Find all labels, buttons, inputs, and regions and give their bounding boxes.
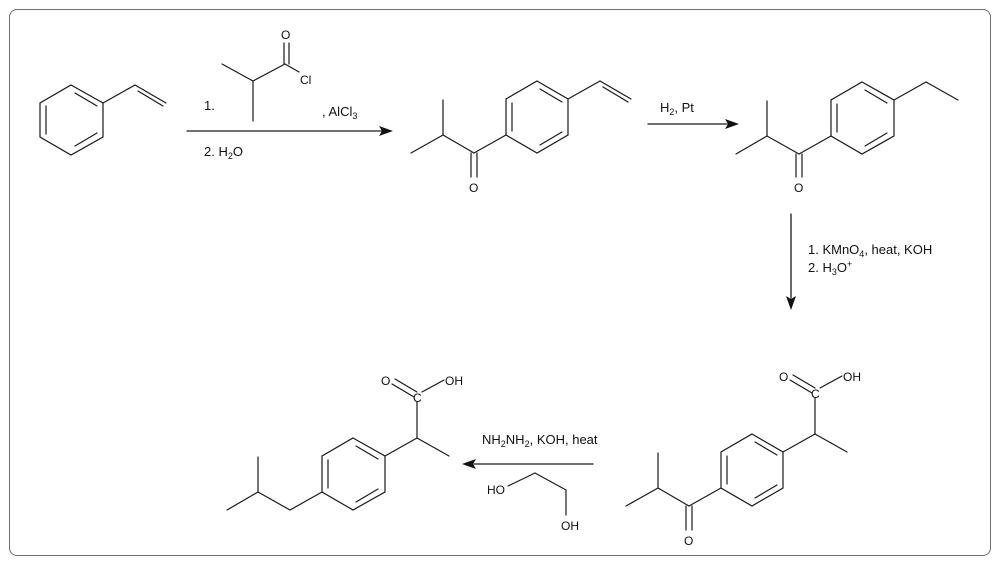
atom-hydroxyl: OH (445, 374, 463, 388)
atom-oxygen: O (779, 370, 788, 384)
step4-reagent: NH2NH2, KOH, heat (482, 432, 598, 449)
atom-oxygen: O (684, 534, 693, 548)
step1-reagent-number: 1. (204, 98, 215, 113)
atom-oxygen: O (281, 28, 290, 42)
atom-hydroxyl: OH (561, 519, 579, 533)
vinyl-ketone-structure: O (410, 80, 632, 195)
ethylene-glycol-structure: HO OH (487, 472, 579, 533)
atom-oxygen: O (381, 374, 390, 388)
step3-oxidant: 1. KMnO4, heat, KOH (808, 242, 932, 259)
keto-acid-structure: O C OH O (625, 370, 861, 548)
step1-arrow-group: 1. , AlCl3 2. H2O (186, 98, 393, 161)
atom-oxygen: O (794, 181, 803, 195)
atom-carbon: C (413, 391, 422, 405)
atom-hydroxyl: OH (843, 370, 861, 384)
step3-acid-workup: 2. H3O+ (808, 259, 852, 277)
step1-workup: 2. H2O (204, 144, 243, 161)
step2-reagent: H2, Pt (660, 100, 694, 117)
step4-arrow-group: NH2NH2, KOH, heat (462, 432, 598, 469)
atom-carbon: C (811, 387, 820, 401)
scheme-frame (9, 9, 991, 556)
atom-hydroxyl-left: HO (487, 483, 505, 497)
isobutyryl-chloride-structure: O Cl (221, 28, 311, 122)
atom-chlorine: Cl (300, 73, 311, 87)
ethyl-ketone-structure: O (735, 81, 959, 195)
step1-lewis-acid: , AlCl3 (322, 104, 357, 121)
atom-oxygen: O (469, 181, 478, 195)
ibuprofen-structure: O C OH (226, 374, 463, 511)
step3-arrow-group: 1. KMnO4, heat, KOH 2. H3O+ (786, 213, 932, 310)
styrene-structure (39, 84, 167, 156)
step2-arrow-group: H2, Pt (647, 100, 739, 129)
